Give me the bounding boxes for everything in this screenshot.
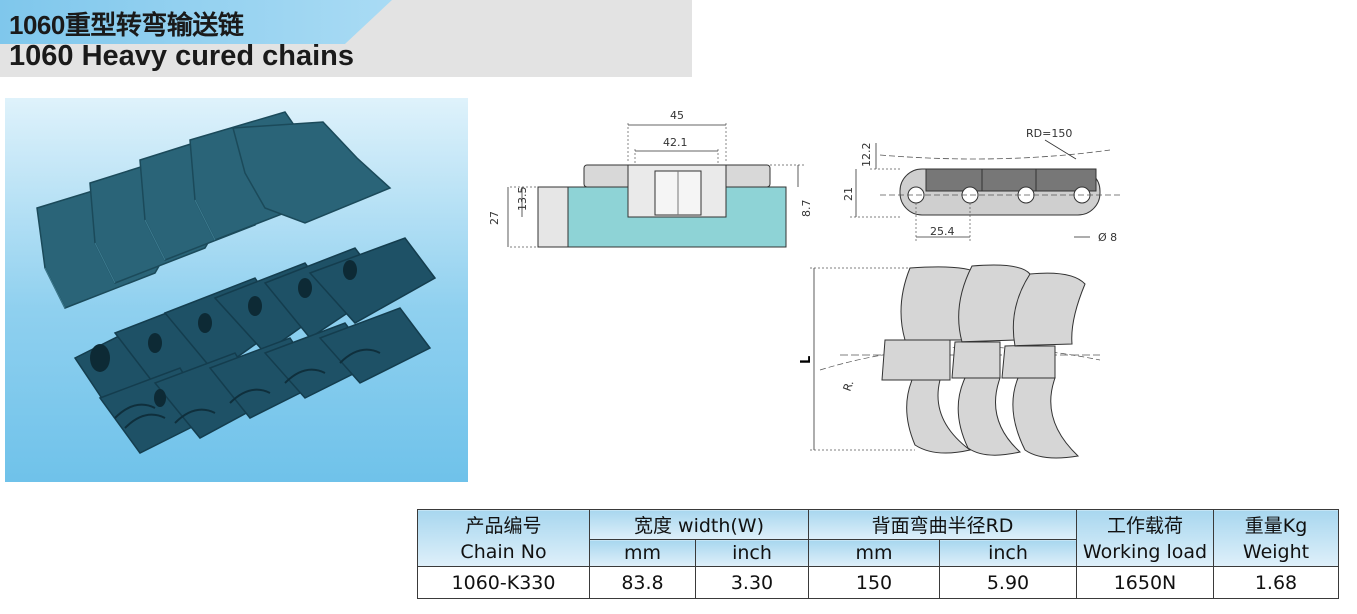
cell-width-inch: 3.30 xyxy=(695,566,809,599)
cell-rd-inch: 5.90 xyxy=(939,566,1077,599)
dim-27: 27 xyxy=(488,211,501,225)
dim-12-2: 12.2 xyxy=(860,143,873,168)
dim-8-7: 8.7 xyxy=(800,200,813,218)
dim-R: R. xyxy=(841,378,857,393)
cell-weight: 1.68 xyxy=(1213,566,1339,599)
header-accent xyxy=(0,0,392,44)
dim-25-4: 25.4 xyxy=(930,225,955,238)
curve-plates-drawing: L R. xyxy=(799,264,1101,459)
cell-rd-mm: 150 xyxy=(808,566,940,599)
col-weight: 重量Kg Weight xyxy=(1213,509,1339,567)
table-row: 1060-K330 83.8 3.30 150 5.90 1650N 1.68 xyxy=(417,566,1339,599)
col-width: 宽度 width(W) xyxy=(589,509,809,540)
title-english: 1060 Heavy cured chains xyxy=(9,40,354,72)
dim-rd: RD=150 xyxy=(1026,127,1072,140)
unit-rd-mm: mm xyxy=(808,539,940,567)
side-section-drawing: 45 42.1 13.5 27 8.7 xyxy=(488,109,813,248)
cell-load: 1650N xyxy=(1076,566,1214,599)
dim-L: L xyxy=(799,356,814,364)
title-chinese: 1060重型转弯输送链 xyxy=(9,10,244,40)
product-photo xyxy=(5,98,468,482)
weight-en: Weight xyxy=(1242,541,1310,563)
col-chain-no: 产品编号 Chain No xyxy=(417,509,590,567)
col-load: 工作载荷 Working load xyxy=(1076,509,1214,567)
unit-width-mm: mm xyxy=(589,539,696,567)
cell-width-mm: 83.8 xyxy=(589,566,696,599)
dim-13-5: 13.5 xyxy=(516,187,529,212)
chain-no-cn: 产品编号 xyxy=(465,515,542,537)
dim-42-1: 42.1 xyxy=(663,136,688,149)
cell-chain-no: 1060-K330 xyxy=(417,566,590,599)
dim-21: 21 xyxy=(842,187,855,201)
chain-no-en: Chain No xyxy=(460,541,547,563)
weight-cn: 重量Kg xyxy=(1244,515,1308,537)
dim-pin-dia: Ø 8 xyxy=(1098,231,1117,244)
dim-45: 45 xyxy=(670,109,684,122)
link-side-drawing: RD=150 12.2 21 25.4 Ø 8 xyxy=(842,127,1120,244)
load-cn: 工作载荷 xyxy=(1106,515,1183,537)
load-en: Working load xyxy=(1082,541,1208,563)
chain-illustration xyxy=(36,111,437,454)
col-rd: 背面弯曲半径RD xyxy=(808,509,1077,540)
unit-rd-inch: inch xyxy=(939,539,1077,567)
spec-table: 产品编号 Chain No 宽度 width(W) 背面弯曲半径RD 工作载荷 … xyxy=(417,509,1339,599)
unit-width-inch: inch xyxy=(695,539,809,567)
